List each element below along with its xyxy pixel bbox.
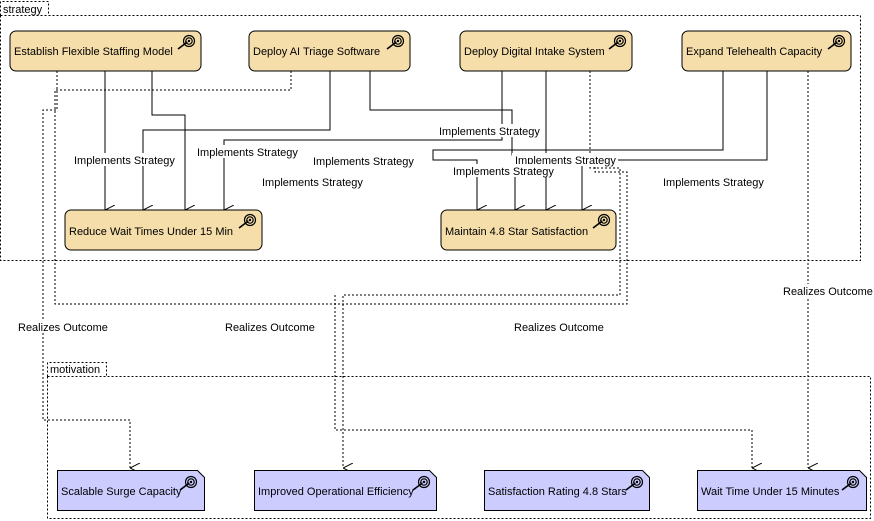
node-label: Deploy AI Triage Software — [253, 46, 380, 58]
realizes-label-1: Realizes Outcome — [783, 286, 873, 298]
realizes-label-3: Realizes Outcome — [225, 322, 315, 334]
node-label: Scalable Surge Capacity — [61, 486, 182, 498]
strategy-node-ai-triage[interactable]: Deploy AI Triage Software — [248, 30, 411, 72]
node-label: Maintain 4.8 Star Satisfaction — [445, 226, 588, 238]
implements-label-1: Implements Strategy — [439, 126, 540, 138]
implements-label-2: Implements Strategy — [197, 147, 298, 159]
strategy-node-staffing[interactable]: Establish Flexible Staffing Model — [9, 30, 202, 72]
outcome-node-surge[interactable]: Scalable Surge Capacity — [57, 470, 205, 511]
implements-label-8: Implements Strategy — [663, 177, 764, 189]
strategy-node-reduce-wait[interactable]: Reduce Wait Times Under 15 Min — [64, 209, 263, 251]
motivation-group-label: motivation — [50, 364, 100, 376]
implements-label-4: Implements Strategy — [313, 156, 414, 168]
realizes-label-4: Realizes Outcome — [514, 322, 604, 334]
strategy-node-maintain-satisfaction[interactable]: Maintain 4.8 Star Satisfaction — [440, 209, 617, 251]
strategy-group: strategy — [0, 1, 861, 261]
node-label: Satisfaction Rating 4.8 Stars — [488, 486, 627, 498]
edge-staffing-to-reduce-2[interactable] — [151, 71, 185, 210]
node-label: Establish Flexible Staffing Model — [14, 46, 173, 58]
node-label: Deploy Digital Intake System — [464, 46, 605, 58]
strategy-node-telehealth[interactable]: Expand Telehealth Capacity — [681, 30, 852, 72]
edge-intake-to-reduce[interactable] — [223, 71, 503, 210]
implements-label-7: Implements Strategy — [262, 177, 363, 189]
edge-telehealth-to-maintain-2[interactable] — [581, 71, 768, 210]
implements-label-3: Implements Strategy — [74, 155, 175, 167]
outcome-node-wait-time[interactable]: Wait Time Under 15 Minutes — [697, 470, 867, 511]
node-label: Reduce Wait Times Under 15 Min — [69, 226, 233, 238]
outcome-node-satisfaction[interactable]: Satisfaction Rating 4.8 Stars — [484, 470, 650, 511]
realizes-edges — [42, 71, 808, 468]
implements-edges — [104, 71, 768, 210]
strategy-node-digital-intake[interactable]: Deploy Digital Intake System — [459, 30, 633, 72]
strategy-group-label: strategy — [3, 4, 43, 16]
edge-ai-to-reduce[interactable] — [142, 71, 331, 210]
node-label: Improved Operational Efficiency — [258, 486, 414, 498]
node-label: Wait Time Under 15 Minutes — [701, 486, 840, 498]
edge-staffing-to-surge[interactable] — [42, 71, 130, 468]
edge-labels: Implements Strategy Implements Strategy … — [15, 124, 874, 334]
implements-label-6: Implements Strategy — [453, 166, 554, 178]
outcome-node-efficiency[interactable]: Improved Operational Efficiency — [254, 470, 437, 511]
realizes-label-2: Realizes Outcome — [18, 322, 108, 334]
edge-intake-to-efficiency[interactable] — [342, 71, 621, 468]
motivation-group: motivation — [47, 362, 871, 519]
node-label: Expand Telehealth Capacity — [686, 46, 823, 58]
